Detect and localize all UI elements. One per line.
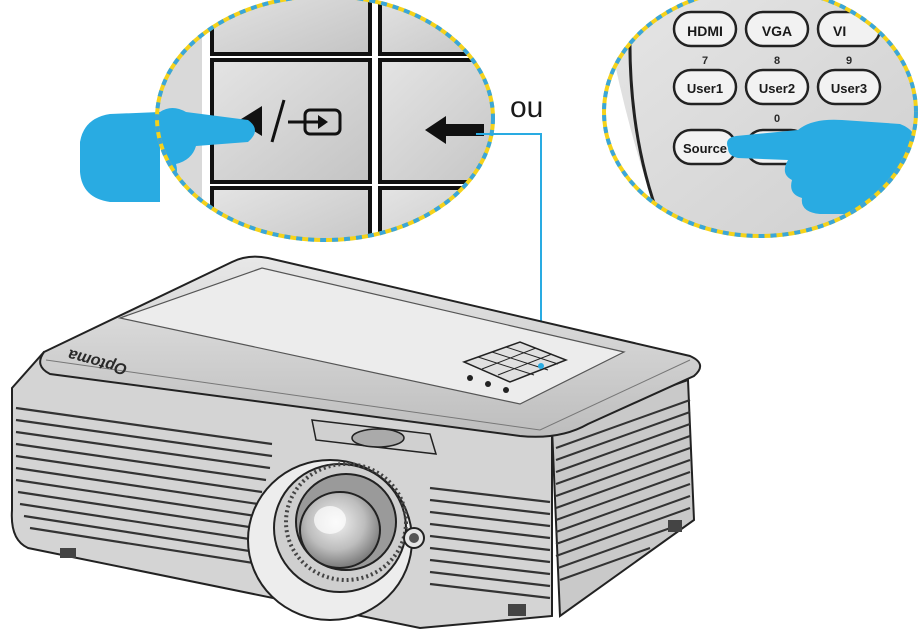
remote-button-user2[interactable]: User2	[744, 68, 810, 106]
projector-keypad[interactable]	[461, 341, 569, 393]
remote-button-video[interactable]: VI	[816, 10, 882, 48]
remote-button-vga-label: VGA	[762, 23, 792, 39]
zoom-focus-control[interactable]	[311, 419, 438, 455]
projector-lens	[247, 459, 413, 621]
pointing-hand-icon	[727, 119, 916, 218]
remote-button-source-label: Source	[683, 141, 727, 156]
remote-zoom-callout: HDMI VGA VI 7 8 9 User1 User2	[602, 0, 918, 238]
remote-number-8: 8	[774, 55, 780, 67]
remote-button-vga[interactable]: VGA	[744, 10, 810, 48]
remote-number-0: 0	[774, 113, 780, 125]
callout-anchor-dot	[538, 363, 544, 369]
remote-button-user3[interactable]: User3	[816, 68, 882, 106]
left-arrow-icon	[425, 116, 484, 144]
pointing-hand-icon	[157, 108, 255, 202]
remote-button-hdmi-label: HDMI	[687, 23, 723, 39]
callout-or-label: ou	[510, 91, 543, 124]
remote-button-hdmi[interactable]: HDMI	[672, 10, 738, 48]
side-vent-grille	[555, 399, 691, 581]
keypad-zoom-callout	[80, 0, 510, 242]
callout-connector-line	[476, 133, 542, 366]
remote-button-video-label: VI	[833, 23, 846, 39]
remote-button-user1[interactable]: User1	[672, 68, 738, 106]
pointing-hand-wrist	[80, 112, 160, 202]
remote-number-7: 7	[702, 55, 708, 67]
projector-foot	[60, 548, 76, 558]
remote-button-user1-label: User1	[687, 81, 723, 96]
left-arrow-key[interactable]	[378, 58, 510, 184]
remote-button-source[interactable]: Source	[672, 128, 738, 166]
remote-number-9: 9	[846, 55, 852, 67]
remote-button-user2-label: User2	[759, 81, 795, 96]
front-vent-grille	[15, 406, 551, 600]
projector-illustration: Optoma	[10, 255, 701, 630]
remote-button-user3-label: User3	[831, 81, 867, 96]
left-arrow-source-icon	[238, 99, 342, 143]
